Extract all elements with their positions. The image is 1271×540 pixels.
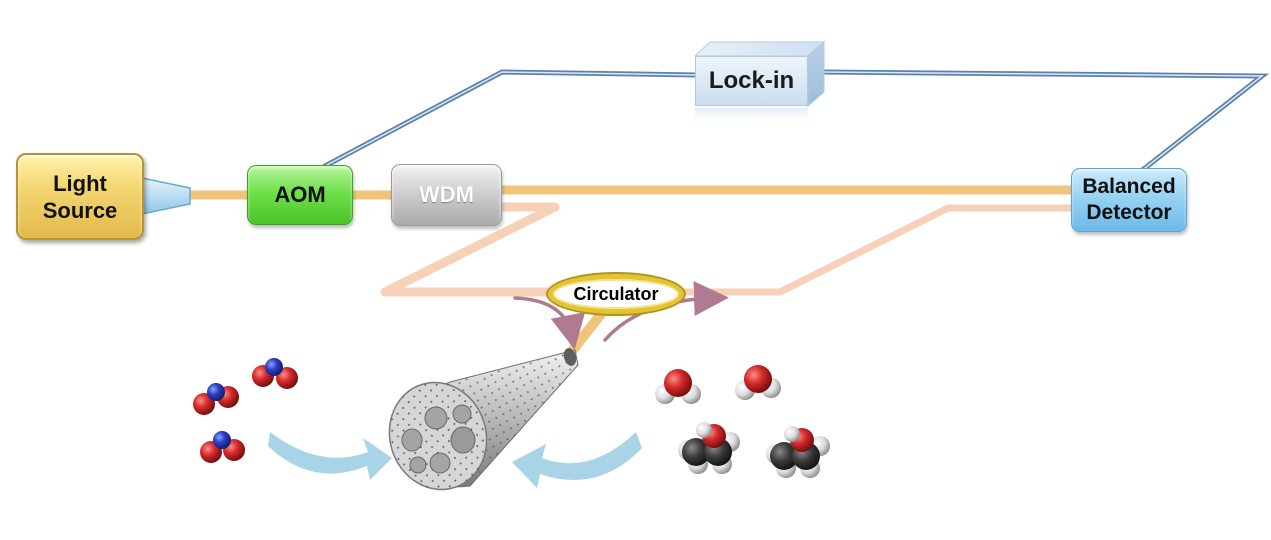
wire-lockin-to-detector xyxy=(819,69,1270,175)
circulator-label: Circulator xyxy=(573,283,659,304)
gas-flow-arrows xyxy=(268,432,642,488)
balanced-detector-label-line1: Balanced xyxy=(1082,175,1176,198)
fiber-circulator-detector xyxy=(676,204,1077,296)
wdm-box: WDM xyxy=(391,164,502,226)
no2-molecule-icon xyxy=(200,431,245,463)
circulator-ring: Circulator xyxy=(548,274,684,314)
water-molecules xyxy=(655,365,781,404)
arrow-into-circulator xyxy=(513,296,586,350)
electrical-wires xyxy=(322,69,1270,175)
lock-in-label: Lock-in xyxy=(708,67,795,94)
ethanol-molecules xyxy=(678,422,830,478)
light-source-nozzle xyxy=(141,177,191,215)
wdm-label: WDM xyxy=(419,182,474,207)
no2-molecule-icon xyxy=(193,383,239,415)
light-source-label-line1: Light xyxy=(53,170,107,196)
water-molecule-icon xyxy=(735,365,781,400)
gas-arrow-right xyxy=(512,432,642,488)
water-molecule-icon xyxy=(655,369,701,404)
light-source-label-line2: Source xyxy=(42,197,118,223)
gas-arrow-left xyxy=(268,432,392,480)
balanced-detector-label-line2: Detector xyxy=(1086,201,1172,224)
optical-fibers xyxy=(175,185,1078,365)
ethanol-molecule-icon xyxy=(766,426,830,478)
fiber-wdm-circulator xyxy=(380,202,565,297)
porous-fiber-tip-icon xyxy=(388,348,579,491)
light-source-box: Light Source xyxy=(16,153,144,240)
lock-in-front: Lock-in xyxy=(695,56,808,106)
lock-in-box xyxy=(693,40,826,126)
ethanol-molecule-icon xyxy=(678,422,740,474)
aom-label: AOM xyxy=(274,182,326,207)
balanced-detector-box: Balanced Detector xyxy=(1071,168,1187,232)
aom-box: AOM xyxy=(247,165,353,225)
no2-molecules xyxy=(193,358,298,463)
no2-molecule-icon xyxy=(252,358,298,389)
wire-aom-to-lockin xyxy=(322,69,700,169)
